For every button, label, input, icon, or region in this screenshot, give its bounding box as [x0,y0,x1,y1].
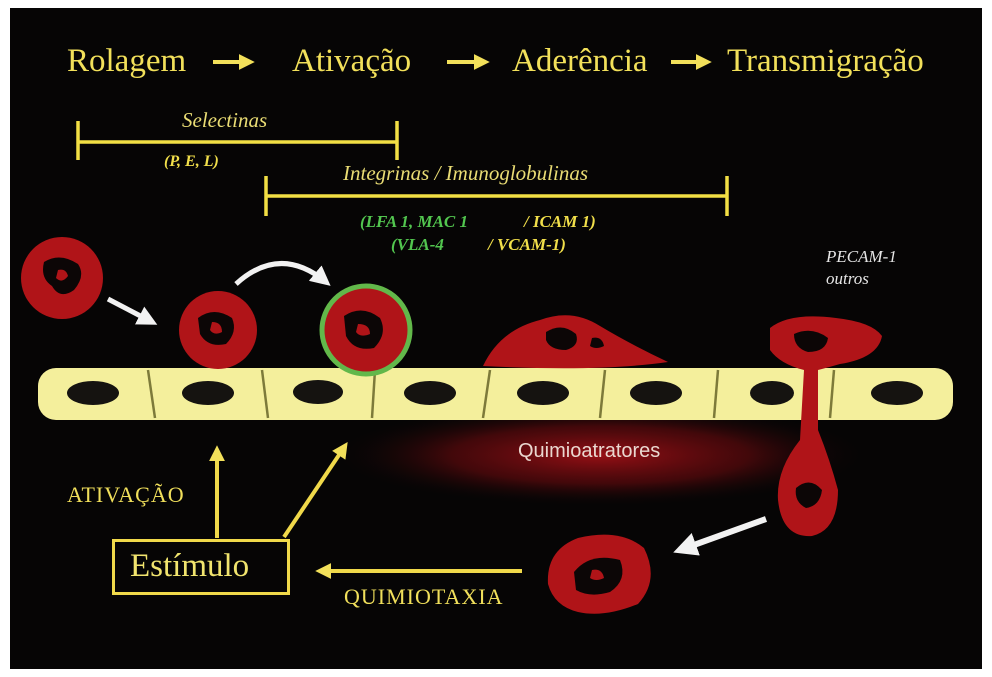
selectinas-members: (P, E, L) [164,154,219,170]
activation-label: ATIVAÇÃO [67,484,185,506]
pecam-label: PECAM-1 [826,248,897,265]
step-aderencia: Aderência [512,45,648,78]
endothelial-nucleus [67,381,119,405]
chemotaxis-label: QUIMIOTAXIA [344,586,504,608]
white-arrow-icon [680,519,766,550]
step-rolagem: Rolagem [67,45,186,78]
integrin-pair1-ligand: (LFA 1, MAC 1 [360,213,468,230]
leukocyte-free [21,237,103,319]
leukocyte-migrated [548,535,651,614]
integrin-pair1-receptor: / ICAM 1) [524,213,596,230]
leukocyte-adherent [483,315,668,368]
curved-arrow-icon [236,263,326,284]
endothelial-nucleus [871,381,923,405]
step-ativacao: Ativação [292,45,411,78]
diagonal-arrow-icon [284,446,345,537]
integrin-pair2-receptor: / VCAM-1) [488,236,566,253]
endothelial-nucleus [293,380,343,404]
selectinas-label: Selectinas [182,110,267,131]
white-arrow-icon [108,299,152,322]
leukocyte-activated [322,286,410,374]
integrinas-label: Integrinas / Imunoglobulinas [343,163,588,184]
endothelial-nucleus [630,381,682,405]
integrin-pair2-ligand: (VLA-4 [391,236,444,253]
leukocyte-rolling [179,291,257,369]
endothelial-nucleus [517,381,569,405]
pecam-others-label: outros [826,270,869,287]
endothelial-nucleus [182,381,234,405]
step-transmigracao: Transmigração [727,45,924,78]
endothelial-nucleus [404,381,456,405]
chemoattractants-label: Quimioatratores [518,441,660,461]
endothelial-nucleus [750,381,794,405]
stimulus-label: Estímulo [130,550,249,583]
